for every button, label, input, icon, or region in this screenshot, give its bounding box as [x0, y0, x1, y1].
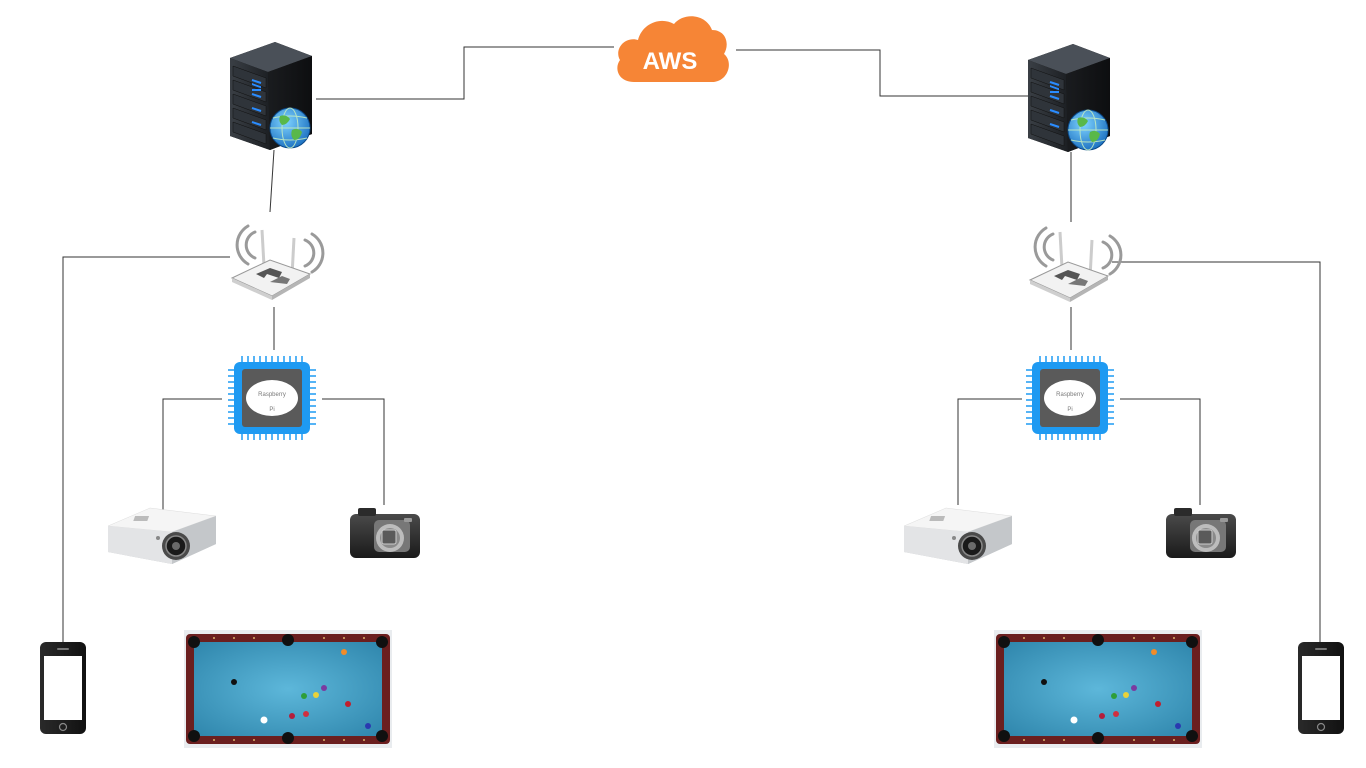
wire-right-pi-projector	[957, 398, 1022, 505]
aws-cloud-icon: AWS	[617, 16, 729, 82]
right-site: Raspberry Pi	[903, 43, 1345, 748]
pi-label-line2: Pi	[269, 407, 274, 413]
server-icon	[1027, 43, 1111, 153]
projector-icon	[107, 507, 217, 565]
wire-left-server-router	[269, 149, 275, 213]
wire-aws-right-server	[736, 49, 1028, 97]
wire-right-router-phone	[1112, 261, 1321, 642]
camera-icon	[1165, 507, 1237, 559]
wifi-router-icon	[230, 224, 325, 302]
wire-left-pi-projector	[162, 398, 222, 510]
pi-label-line1: Raspberry	[258, 392, 286, 398]
left-site: Raspberry Pi	[39, 41, 421, 748]
wifi-router-icon	[1028, 226, 1123, 304]
pool-table-icon	[994, 630, 1202, 748]
projector-icon	[903, 507, 1013, 565]
wire-left-router-phone	[62, 256, 230, 642]
raspberry-pi-icon: Raspberry Pi	[227, 355, 317, 441]
raspberry-pi-icon: Raspberry Pi	[1025, 355, 1115, 441]
camera-icon	[349, 507, 421, 559]
wire-left-pi-camera	[322, 398, 385, 505]
pi-label-line1: Raspberry	[1056, 392, 1084, 398]
pool-table-icon	[184, 630, 392, 748]
pi-label-line2: Pi	[1067, 407, 1072, 413]
smartphone-icon	[1297, 641, 1345, 735]
connection-lines	[62, 46, 1321, 642]
wire-left-server-aws	[316, 46, 614, 100]
aws-label: AWS	[643, 48, 698, 75]
smartphone-icon	[39, 641, 87, 735]
server-icon	[229, 41, 313, 151]
wire-right-pi-camera	[1120, 398, 1201, 505]
